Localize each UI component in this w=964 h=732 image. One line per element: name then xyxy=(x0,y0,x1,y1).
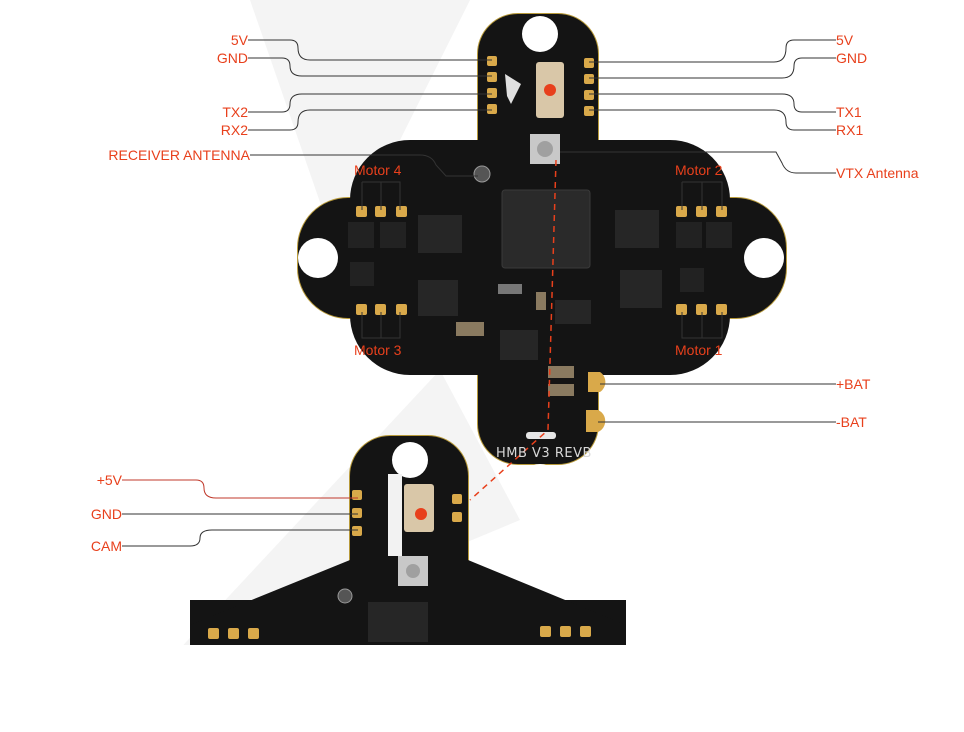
label-motor2: Motor 2 xyxy=(675,162,723,178)
flight-controller-board-detail xyxy=(0,435,964,732)
label-tx2: TX2 xyxy=(222,104,248,120)
mount-hole xyxy=(744,238,784,278)
esc-chip xyxy=(418,280,458,316)
label-rx2: RX2 xyxy=(220,122,248,138)
label-cam-5v: +5V xyxy=(96,472,122,488)
label-motor1: Motor 1 xyxy=(675,342,723,358)
label-bat-plus: +BAT xyxy=(836,376,871,392)
label-motor3: Motor 3 xyxy=(354,342,402,358)
label-rx1: RX1 xyxy=(836,122,864,138)
cam-marker-dot xyxy=(415,508,427,520)
esc-chip xyxy=(615,210,659,248)
label-cam: CAM xyxy=(90,538,122,554)
label-tx1: TX1 xyxy=(836,104,862,120)
mount-hole xyxy=(298,238,338,278)
label-left-gnd: GND xyxy=(216,50,248,66)
flight-controller-board xyxy=(297,13,787,504)
label-receiver-antenna: RECEIVER ANTENNA xyxy=(108,147,250,163)
label-vtx-antenna: VTX Antenna xyxy=(836,165,919,181)
board-silkscreen: HMB V3 REVB xyxy=(496,446,592,461)
mount-hole xyxy=(392,442,428,478)
esc-chip xyxy=(418,215,462,253)
mount-hole xyxy=(522,16,558,52)
mount-hole xyxy=(520,464,560,504)
mcu-chip xyxy=(501,189,591,269)
label-left-5v: 5V xyxy=(230,32,248,48)
label-right-gnd: GND xyxy=(836,50,868,66)
cam-connector xyxy=(404,484,434,532)
bat-plus-pad xyxy=(588,372,606,392)
bat-minus-pad xyxy=(586,410,606,432)
receiver-antenna-connector xyxy=(473,165,491,183)
leader-lines xyxy=(122,39,836,547)
esc-chip xyxy=(620,270,662,308)
watermark-shape xyxy=(250,0,470,260)
label-motor4: Motor 4 xyxy=(354,162,402,178)
antenna-route-line xyxy=(469,159,557,501)
label-bat-minus: -BAT xyxy=(836,414,867,430)
label-cam-gnd: GND xyxy=(90,506,122,522)
rx-marker-dot xyxy=(544,84,556,96)
cam-connector-housing xyxy=(388,474,402,556)
label-right-5v: 5V xyxy=(836,32,854,48)
